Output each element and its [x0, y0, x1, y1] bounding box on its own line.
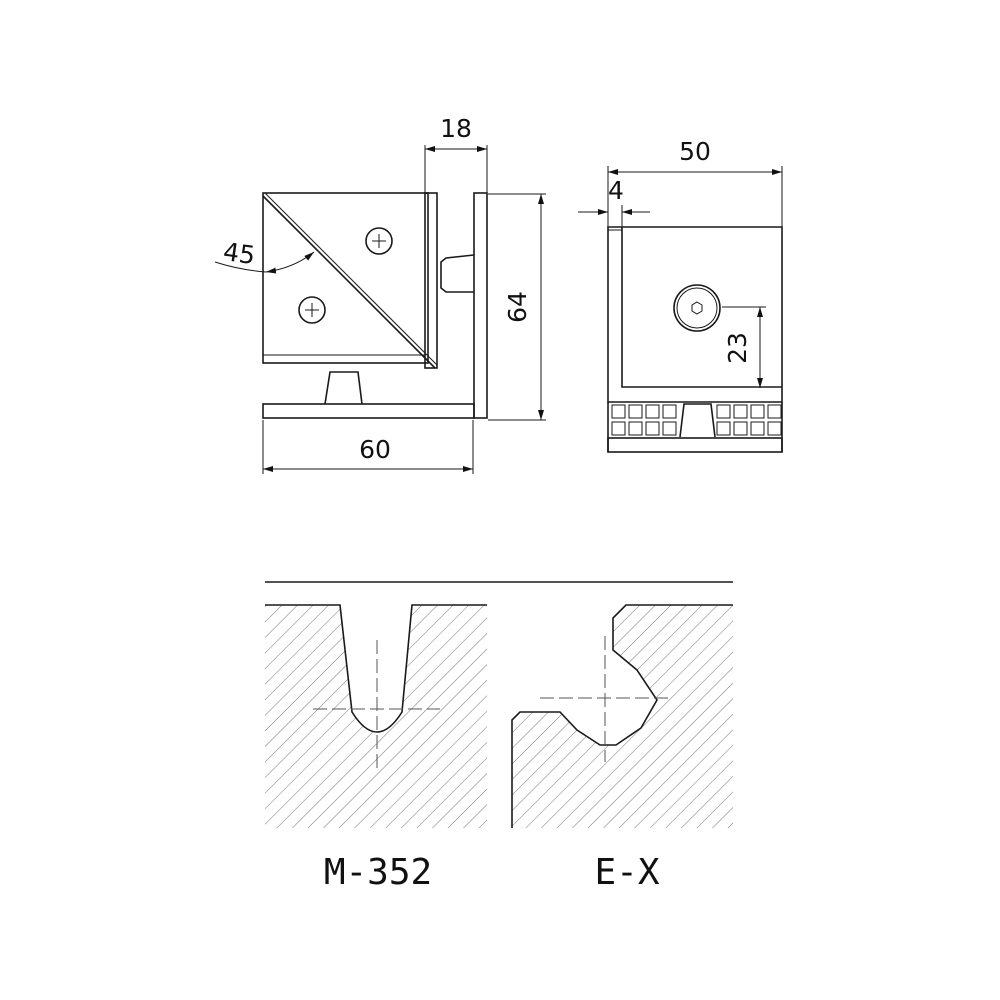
base-plate	[262, 403, 475, 419]
profile-outline	[265, 604, 487, 733]
dimension-label-23: 23	[723, 332, 752, 364]
grip-cell	[645, 404, 660, 419]
clamp-inner-plate	[424, 192, 438, 369]
angle-arc	[265, 251, 315, 274]
front-base-bar	[607, 437, 783, 453]
dimension-label-18: 18	[440, 114, 472, 143]
grip-cell	[716, 421, 731, 436]
grip-cell	[733, 404, 748, 419]
grip-cell	[716, 404, 731, 419]
grip-grid	[611, 404, 782, 436]
screw-icon	[298, 296, 326, 324]
angle-leader	[214, 261, 267, 273]
dimension-label-64: 64	[503, 291, 532, 323]
profile-label: M-352	[324, 852, 432, 893]
hatched-section	[512, 605, 733, 828]
dimension-label-60: 60	[359, 435, 391, 464]
grip-cell	[662, 404, 677, 419]
grip-cell	[750, 421, 765, 436]
diagonal-cut	[262, 195, 436, 369]
bottom-standoff	[324, 371, 363, 405]
profile-outline	[511, 604, 733, 828]
dimension-label-50: 50	[679, 137, 711, 166]
hex-bolt-icon	[673, 284, 721, 332]
side-view: 18 64 60 45	[214, 114, 546, 474]
grip-cell	[611, 421, 626, 436]
clamp-body	[262, 192, 429, 364]
grip-cell	[662, 421, 677, 436]
profile-label: E-X	[594, 852, 659, 893]
dimension-label-4: 4	[608, 176, 624, 205]
grip-cell	[750, 404, 765, 419]
grip-cell	[645, 421, 660, 436]
grip-cell	[733, 421, 748, 436]
profile-e-x: E-X	[511, 604, 733, 893]
diagonal-cut-edge	[264, 192, 438, 366]
front-body	[607, 226, 783, 403]
angle-label-45: 45	[221, 237, 257, 270]
grip-cell	[628, 404, 643, 419]
grip-cell	[767, 421, 782, 436]
screw-icon	[365, 227, 393, 255]
front-inner-edge	[621, 227, 782, 388]
profile-m-352: M-352	[265, 604, 487, 893]
wall-plate	[473, 192, 488, 419]
grip-cell	[628, 421, 643, 436]
center-standoff	[679, 403, 716, 438]
side-standoff	[440, 254, 475, 293]
grip-cell	[767, 404, 782, 419]
front-view: 50 4 23	[578, 137, 783, 453]
grip-cell	[611, 404, 626, 419]
hatched-section	[265, 605, 487, 828]
